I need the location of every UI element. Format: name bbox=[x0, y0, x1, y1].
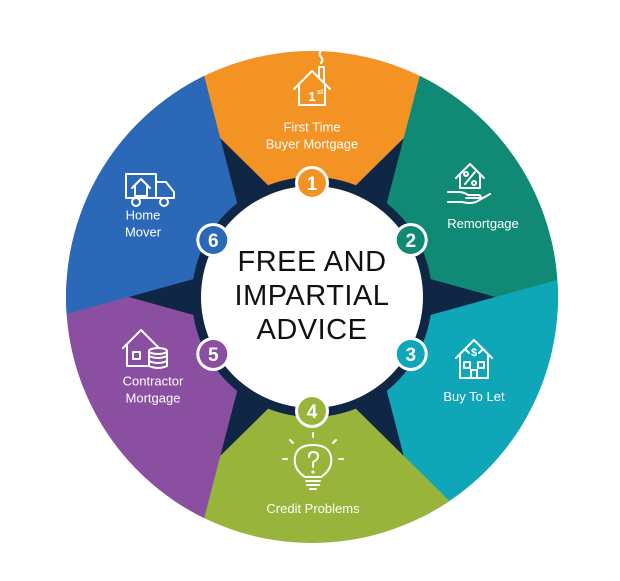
segment-5-label-line-2: Mortgage bbox=[126, 391, 181, 406]
segment-5-label-line-1: Contractor bbox=[123, 374, 184, 389]
badge-fill bbox=[298, 169, 326, 197]
number-badge-4: 4 bbox=[295, 394, 329, 428]
rental-house-dollar-icon: $ bbox=[455, 339, 493, 379]
badge-fill bbox=[396, 226, 425, 254]
segment-2: Remortgage bbox=[386, 75, 558, 315]
segment-4-label-line-1: Credit Problems bbox=[266, 501, 360, 516]
house-coins-icon bbox=[122, 329, 168, 369]
badge-fill bbox=[199, 340, 228, 368]
number-badge-5: 5 bbox=[196, 337, 231, 371]
number-badge-6: 6 bbox=[196, 223, 231, 257]
number-badge-2: 2 bbox=[393, 223, 428, 257]
segment-1-blade bbox=[174, 50, 450, 187]
badge-fill bbox=[199, 226, 228, 254]
segment-6-label-line-1: Home bbox=[126, 208, 161, 223]
badge-fill bbox=[396, 340, 425, 368]
svg-text:1: 1 bbox=[308, 89, 315, 104]
badge-number: 6 bbox=[208, 231, 219, 252]
number-badge-1: 1 bbox=[295, 166, 329, 200]
segment-3: $ Buy To Let bbox=[386, 279, 558, 519]
svg-text:$: $ bbox=[471, 347, 477, 359]
center-line-2: IMPARTIAL bbox=[235, 280, 390, 312]
segment-4: Credit Problems bbox=[174, 407, 450, 543]
number-badges: 1 2 3 4 5 6 bbox=[196, 166, 428, 428]
badge-number: 3 bbox=[405, 345, 416, 366]
badge-number: 1 bbox=[307, 174, 318, 195]
center-hub bbox=[201, 186, 423, 408]
lightbulb-question-icon bbox=[282, 432, 344, 490]
center-line-3: ADVICE bbox=[257, 314, 368, 346]
moving-truck-icon bbox=[125, 173, 175, 207]
segment-3-label-line-1: Buy To Let bbox=[443, 389, 505, 404]
center-line-1: FREE AND bbox=[237, 246, 386, 278]
segment-1-label-line-1: First Time bbox=[283, 120, 340, 135]
badge-fill bbox=[298, 397, 326, 425]
segment-5-blade bbox=[65, 279, 238, 519]
segment-4-blade bbox=[174, 407, 450, 543]
badge-number: 4 bbox=[307, 402, 318, 423]
segment-1-label-line-2: Buyer Mortgage bbox=[266, 137, 359, 152]
badge-number: 2 bbox=[405, 231, 416, 252]
segment-3-blade bbox=[386, 279, 558, 519]
segment-6-label-line-2: Mover bbox=[125, 225, 162, 240]
house-in-hand-percent-icon bbox=[447, 163, 491, 204]
badge-number: 5 bbox=[208, 345, 219, 366]
svg-text:st: st bbox=[317, 89, 324, 96]
segment-2-label-line-1: Remortgage bbox=[447, 216, 519, 231]
segment-6-blade bbox=[66, 75, 238, 315]
number-badge-3: 3 bbox=[393, 337, 428, 371]
